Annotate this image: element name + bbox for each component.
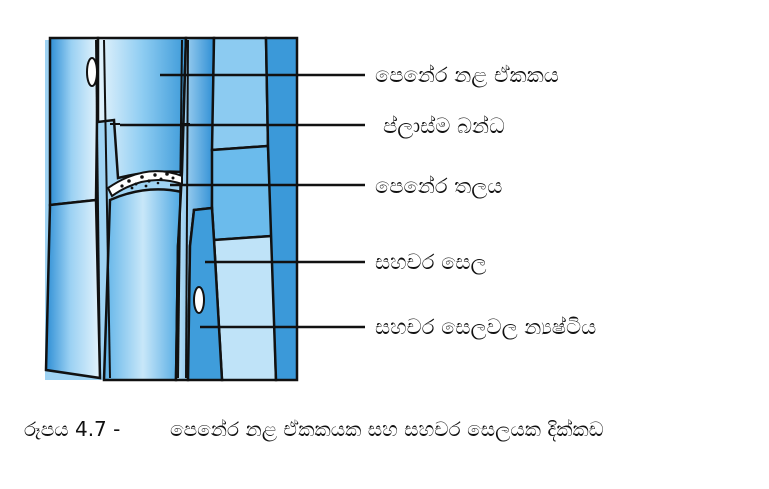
- right-cell-upper: [210, 36, 270, 152]
- label-sieve-tube-element: පෙනේර නළ ඒකකය: [375, 63, 559, 88]
- companion-cell-lower: [186, 206, 224, 382]
- sieve-plate-pores: [120, 172, 175, 190]
- sieve-plate: [106, 170, 183, 198]
- tissue-block: [44, 36, 299, 382]
- label-companion-cell: සහචර සෙල: [375, 250, 487, 275]
- right-cell-lower: [212, 234, 278, 382]
- figure-caption-number: රූපය 4.7 -: [24, 417, 120, 441]
- left-cell-lower: [44, 198, 102, 380]
- left-cell-nucleus: [86, 57, 98, 87]
- sieve-tube-element-lower: [102, 188, 184, 382]
- figure-caption-text: පෙනේර නළ ඒකකයක සහ සහචර සෙලයක දික්කඩ: [170, 417, 604, 442]
- leader-lines: [120, 73, 365, 329]
- far-right-strip: [264, 36, 299, 382]
- label-sieve-plate: පෙනේර තලය: [375, 174, 502, 199]
- companion-cell-nucleus: [193, 286, 205, 314]
- label-companion-cell-nucleus: සහචර සෙලවල න්‍යෂ්ටිය: [375, 315, 596, 340]
- label-plasmodesmata: ප්ලාස්ම බන්ධ: [383, 114, 505, 139]
- right-cell-middle: [210, 144, 274, 242]
